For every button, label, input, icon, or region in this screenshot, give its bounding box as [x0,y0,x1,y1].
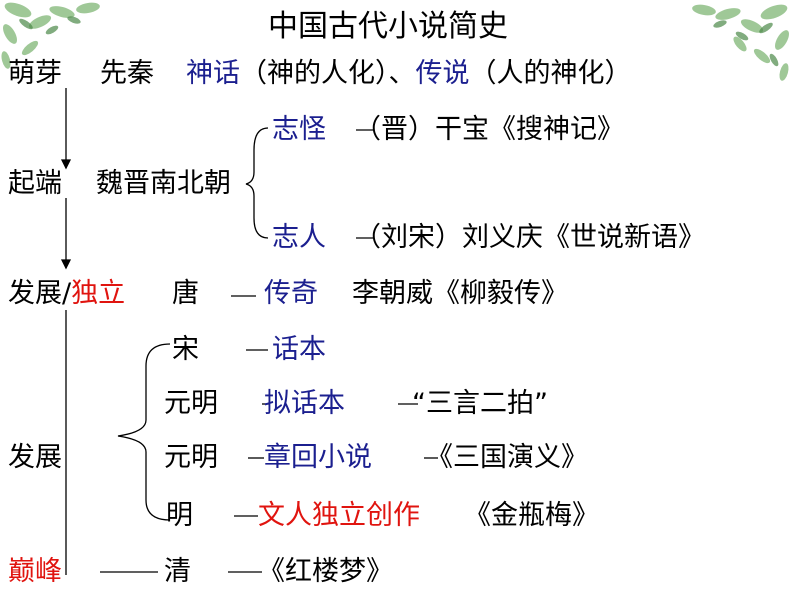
work-liuyizhuan: 李朝威《柳毅传》 [352,278,568,309]
work-soushenji: （晋）干宝《搜神记》 [354,114,624,145]
genre-myth: 神话 [186,58,240,89]
leaf-branch-top-left [1,2,100,69]
genre-nihuaben: 拟话本 [264,388,345,419]
period-wei-jin: 魏晋南北朝 [96,168,231,199]
stage-label-origin: 起端 [8,168,62,199]
genre-zhiren: 志人 [272,222,326,253]
work-shishuoxinyu: （刘宋）刘义庆《世说新语》 [354,222,705,253]
leaf-branch-top-right [692,4,789,81]
period-qing: 清 [164,556,191,587]
legend-note: （人的神化） [469,58,632,89]
period-yuan-ming-2: 元明 [164,442,218,473]
work-sanyan-erpai: “三言二拍” [412,388,548,419]
work-sanguoyanyi: 《三国演义》 [426,442,588,473]
period-yuan-ming-1: 元明 [164,388,218,419]
genre-zhiguai: 志怪 [272,114,326,145]
period-song: 宋 [172,334,199,365]
stage-label-peak: 巅峰 [8,556,62,587]
page-title: 中国古代小说简史 [268,9,508,44]
stage-label-independent: 发展/ [8,278,72,309]
period-ming: 明 [166,500,193,531]
genre-literati-creation: 文人独立创作 [258,500,420,531]
separator: 、 [388,58,416,89]
genre-legend: 传说 [415,58,470,89]
myth-note: （神的人化） [240,58,389,89]
period-tang: 唐 [172,278,199,309]
genre-chuanqi: 传奇 [264,278,318,309]
stage-label-sprout: 萌芽 [8,58,62,89]
work-hongloumeng: 《红楼梦》 [258,556,393,587]
period-pre-qin: 先秦 [100,58,154,89]
stage-label-independent-highlight: 独立 [71,278,126,309]
genre-zhanghui: 章回小说 [264,442,372,473]
work-jinpingmei: 《金瓶梅》 [464,500,599,531]
genre-huaben: 话本 [272,334,326,365]
stage-label-development: 发展 [8,442,62,473]
